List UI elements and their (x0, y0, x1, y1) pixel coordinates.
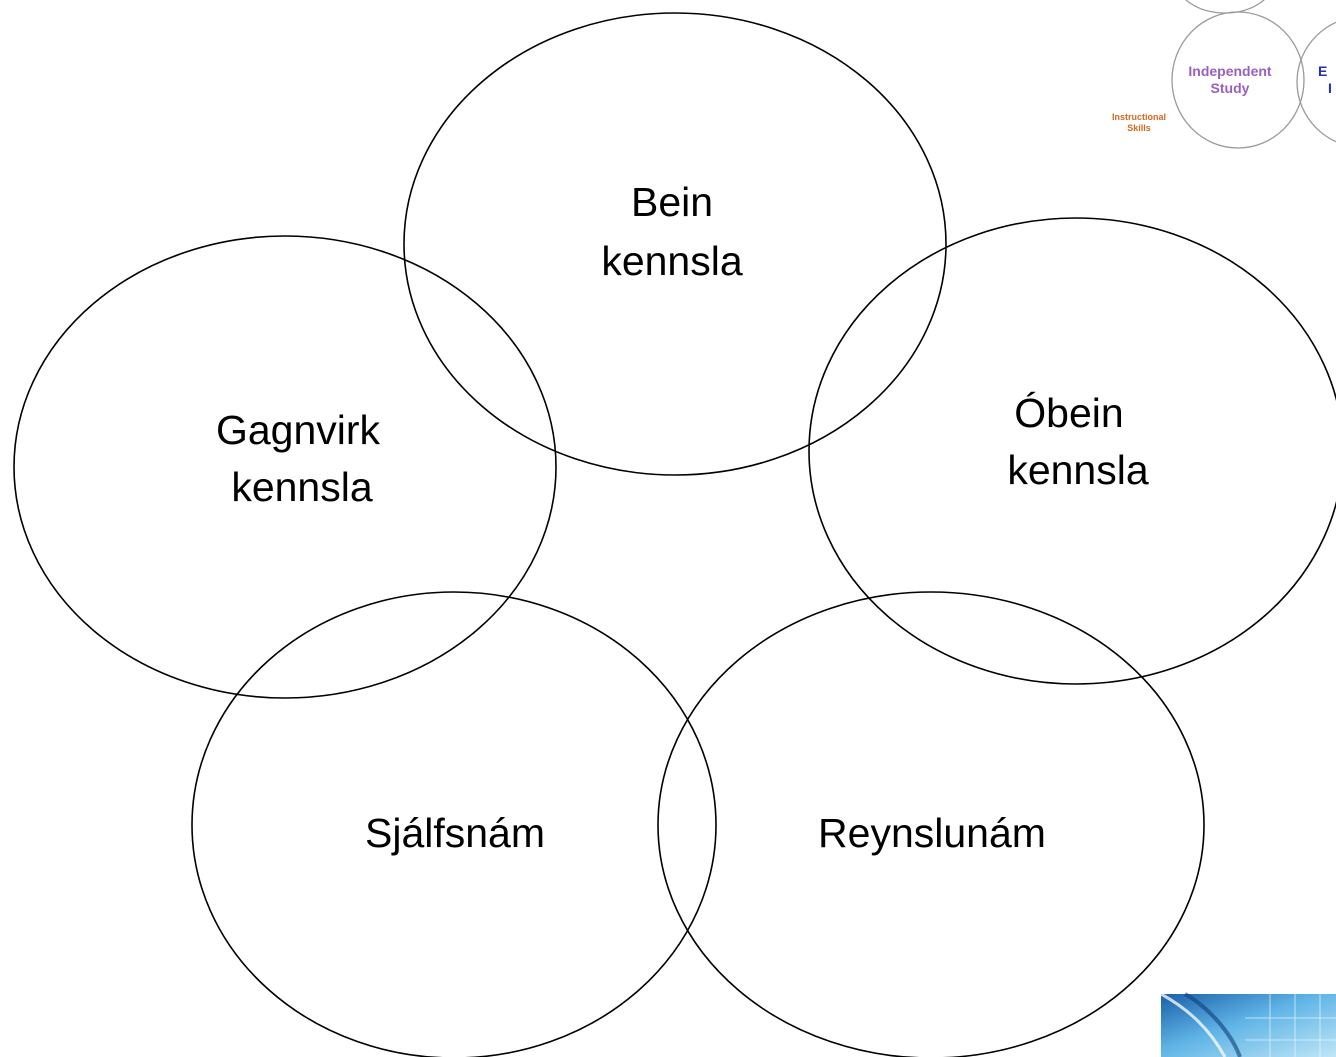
circle-gagnvirk-kennsla (13, 235, 557, 699)
circle-reynslunam (657, 591, 1205, 1057)
label-kennsla-obein: kennsla (1007, 447, 1149, 493)
thumb-cut-fragment-2: I (1328, 80, 1332, 96)
circle-bein-kennsla (403, 12, 947, 476)
thumbnail-image: Independent Study Instructional Skills E… (1112, 0, 1336, 149)
label-kennsla-bein: kennsla (601, 238, 743, 284)
label-bein: Bein (631, 179, 713, 225)
thumb-circle-right (1296, 21, 1336, 143)
circle-sjalfsnam (191, 591, 717, 1057)
thumb-label-independent-1: Independent (1188, 63, 1272, 79)
label-reynslunam: Reynslunám (818, 810, 1046, 856)
label-obein: Óbein (1014, 390, 1123, 436)
thumb-cut-fragment-1: E (1318, 63, 1327, 79)
thumb-circle-top (1185, 0, 1265, 14)
label-gagnvirk: Gagnvirk (216, 407, 381, 453)
label-kennsla-gagnvirk: kennsla (231, 464, 373, 510)
label-sjalfsnam: Sjálfsnám (365, 810, 545, 856)
thumb-label-instructional-2: Skills (1127, 123, 1151, 133)
thumb-label-instructional-1: Instructional (1112, 112, 1166, 122)
circle-obein-kennsla (808, 217, 1336, 685)
blue-tile-icon (1160, 992, 1336, 1057)
thumb-label-independent-2: Study (1211, 80, 1250, 96)
thumb-circle-independent (1171, 11, 1305, 149)
